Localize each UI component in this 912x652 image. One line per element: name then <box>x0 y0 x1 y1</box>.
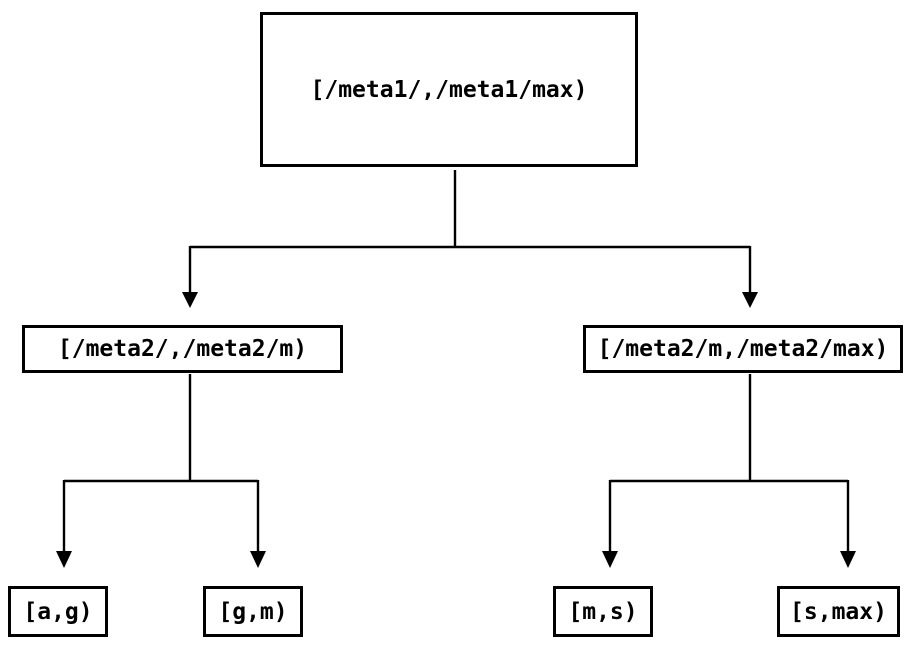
arrowhead-leaf-smax <box>840 551 856 568</box>
node-meta2-right-range: [/meta2/m,/meta2/max) <box>583 325 903 373</box>
arrowhead-leaf-gm <box>250 551 266 568</box>
arrowhead-right-child <box>742 292 758 308</box>
leaf-node-s-max: [s,max) <box>777 586 900 637</box>
arrowhead-leaf-ag <box>56 551 72 568</box>
arrowhead-left-child <box>182 292 198 308</box>
arrowhead-leaf-ms <box>602 551 618 568</box>
leaf-node-a-g: [a,g) <box>8 586 108 637</box>
leaf-node-g-m: [g,m) <box>203 586 303 637</box>
leaf-node-m-s: [m,s) <box>553 586 653 637</box>
node-root-range: [/meta1/,/meta1/max) <box>260 12 638 167</box>
node-meta2-left-range: [/meta2/,/meta2/m) <box>22 325 343 373</box>
